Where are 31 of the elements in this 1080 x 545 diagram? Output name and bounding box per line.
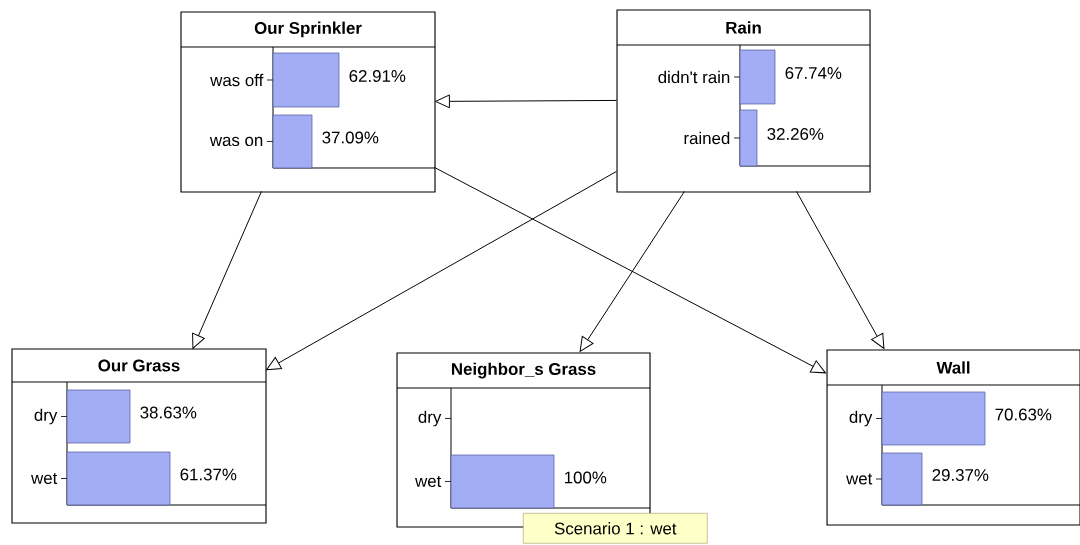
node-title: Our Grass xyxy=(98,359,180,372)
arrow xyxy=(192,190,262,349)
percentage: 32.26% xyxy=(767,128,824,140)
state-label: dry xyxy=(34,408,58,425)
percentage: 100% xyxy=(565,471,607,484)
state-label: didn't rain xyxy=(658,70,730,84)
percentage: 38.63% xyxy=(140,406,197,419)
state-label: dry xyxy=(849,410,873,427)
percentage: 61.37% xyxy=(180,468,237,481)
state-label: rained xyxy=(684,131,730,145)
arrow xyxy=(796,190,885,349)
state-label: wet xyxy=(846,473,873,485)
arrow xyxy=(266,170,617,371)
state-label: wet xyxy=(31,472,58,484)
node-title: Wall xyxy=(936,361,970,374)
arrow xyxy=(579,190,685,352)
arrow xyxy=(433,166,826,374)
percentage: 70.63% xyxy=(995,408,1052,421)
state-label: was off xyxy=(210,73,264,87)
state-label: was on xyxy=(209,136,263,147)
node-title: Our Sprinkler xyxy=(254,21,362,38)
tooltip: Scenario 1 : wet xyxy=(523,513,708,544)
node-title: Neighbor_s Grass xyxy=(452,362,596,379)
state-label: wet xyxy=(415,475,442,487)
state-label: dry xyxy=(418,410,442,427)
percentage: 37.09% xyxy=(322,131,379,144)
percentage: 29.37% xyxy=(932,469,989,481)
percentage: 67.74% xyxy=(785,67,842,79)
node-title: Rain xyxy=(726,21,761,34)
percentage: 62.91% xyxy=(349,70,406,82)
arrow xyxy=(435,94,617,109)
